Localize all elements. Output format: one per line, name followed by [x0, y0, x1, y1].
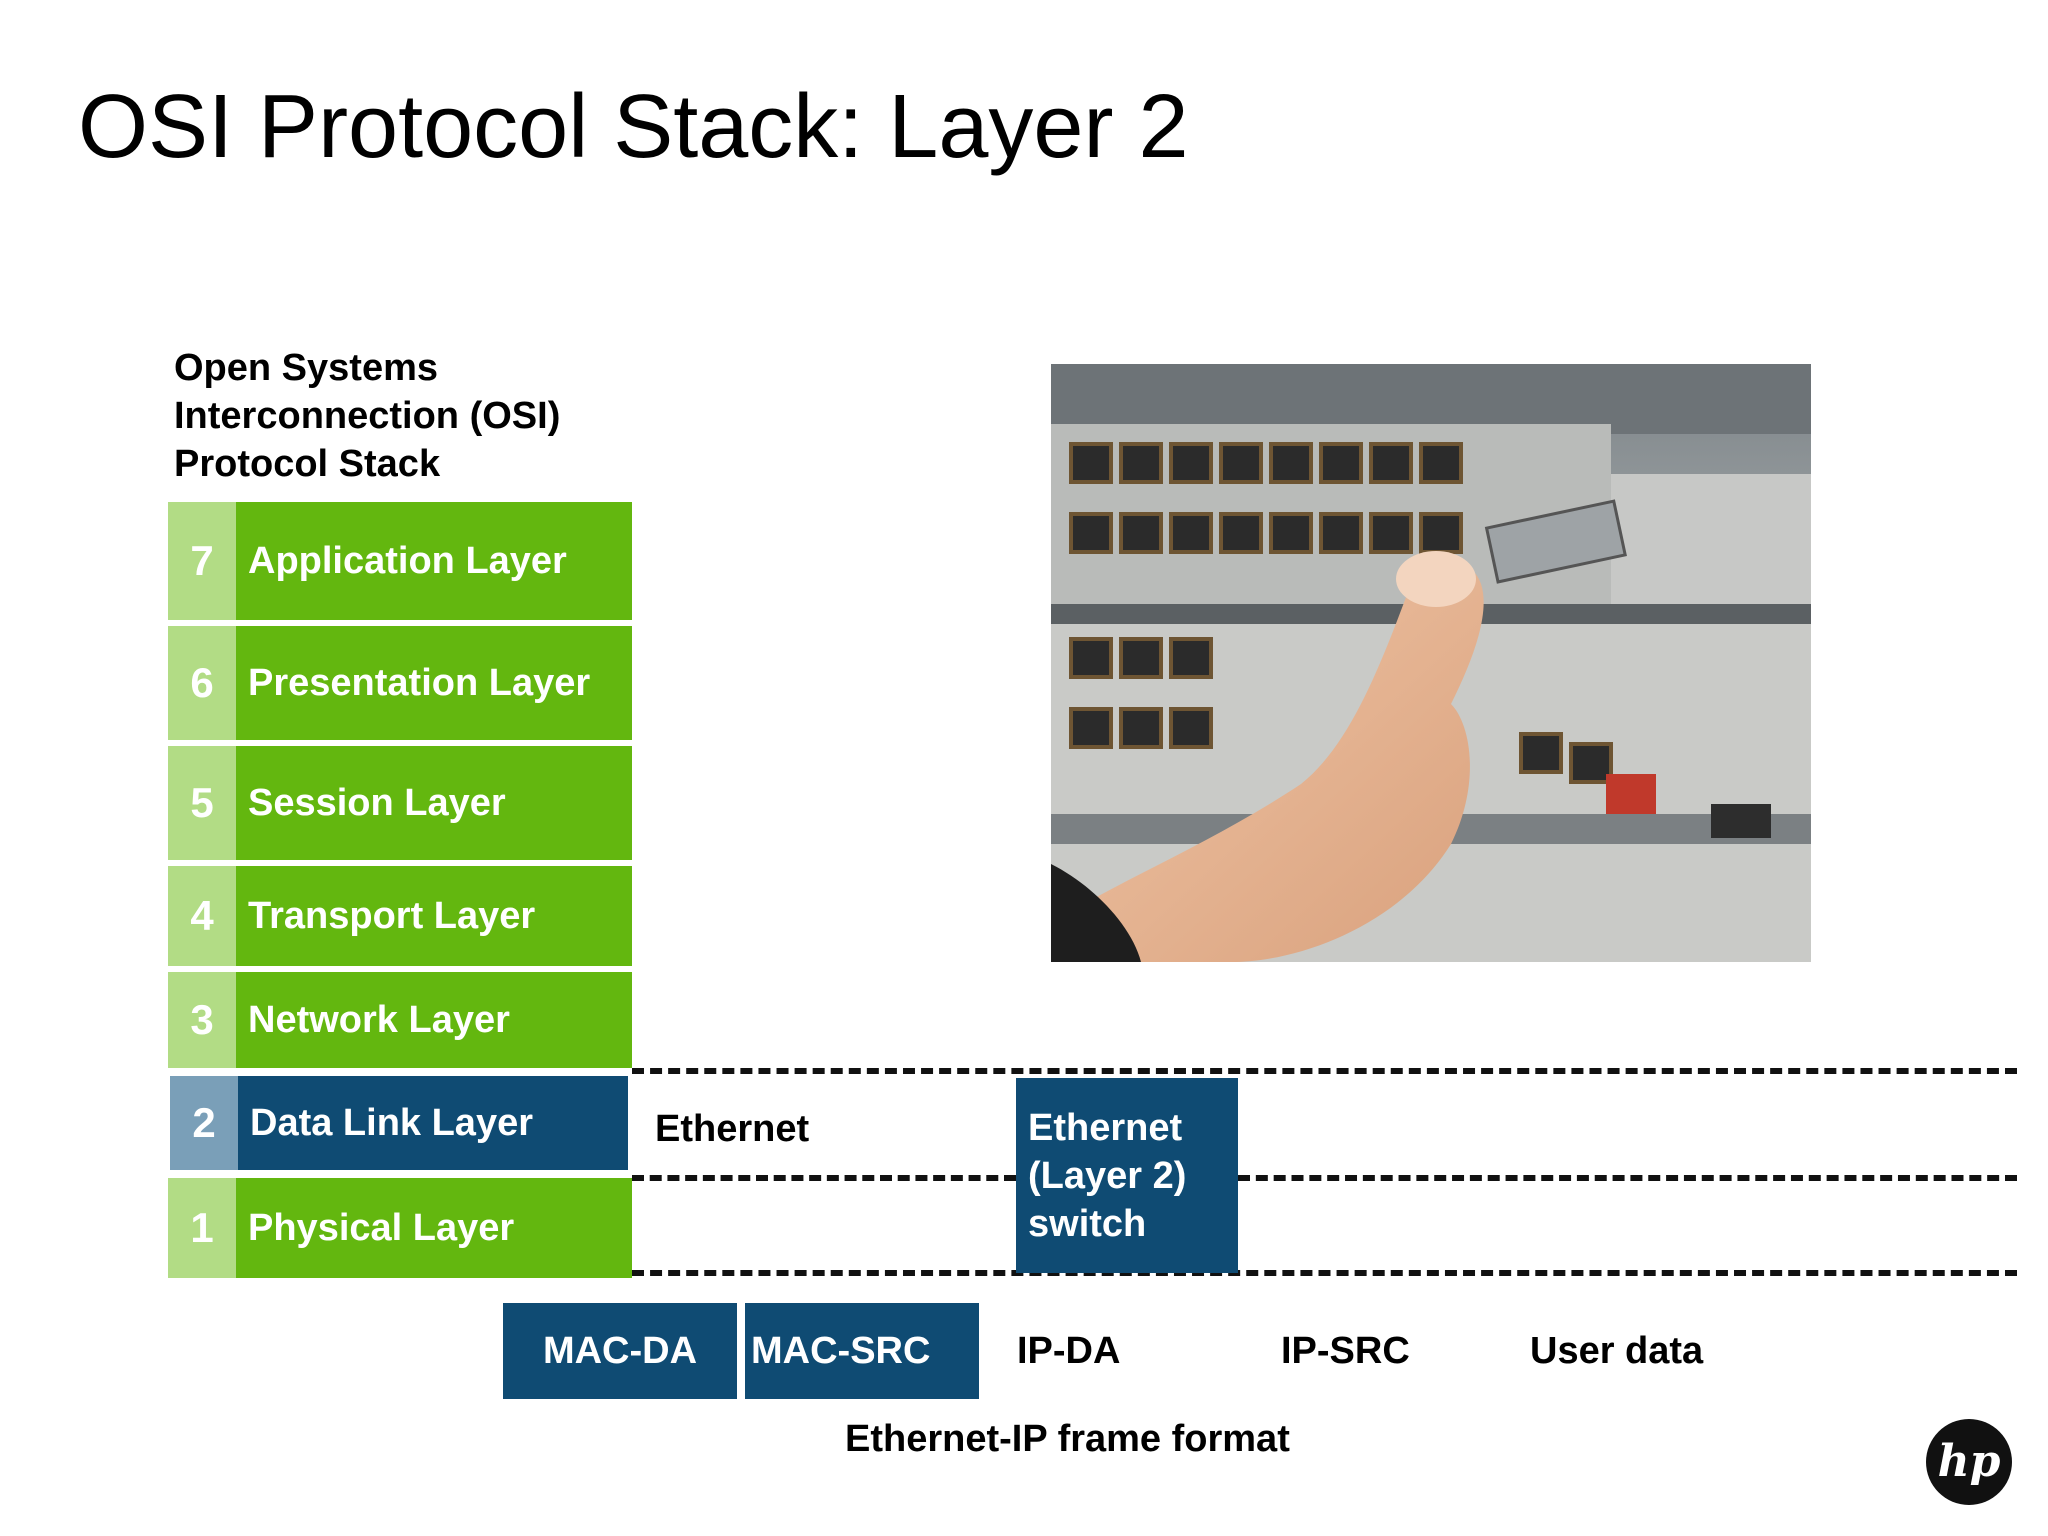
- layer-label: Presentation Layer: [236, 626, 632, 740]
- layer-6-presentation: 6 Presentation Layer: [168, 626, 632, 740]
- layer-number: 7: [168, 502, 236, 620]
- dashed-divider-middle-right: [1238, 1175, 2017, 1181]
- frame-field-mac-da: MAC-DA: [503, 1303, 737, 1399]
- switch-box-line: switch: [1028, 1203, 1147, 1245]
- svg-text:hp: hp: [1938, 1436, 2001, 1487]
- layer-1-physical: 1 Physical Layer: [168, 1178, 632, 1278]
- layer-7-application: 7 Application Layer: [168, 502, 632, 620]
- dashed-divider-top: [632, 1068, 2017, 1074]
- frame-format-caption: Ethernet-IP frame format: [845, 1418, 1290, 1460]
- layer-label: Transport Layer: [236, 866, 632, 966]
- frame-field-mac-src: MAC-SRC: [745, 1303, 979, 1399]
- dashed-divider-bottom: [632, 1270, 2017, 1276]
- layer-4-transport: 4 Transport Layer: [168, 866, 632, 966]
- dashed-divider-middle-left: [632, 1175, 1016, 1181]
- network-switch-illustration: [1051, 364, 1811, 962]
- layer-label: Physical Layer: [236, 1178, 632, 1278]
- layer-label: Network Layer: [236, 972, 632, 1068]
- layer-5-session: 5 Session Layer: [168, 746, 632, 860]
- frame-field-ip-da: IP-DA: [1017, 1330, 1121, 1372]
- stack-heading: Open Systems Interconnection (OSI) Proto…: [174, 344, 560, 488]
- layer-number: 4: [168, 866, 236, 966]
- frame-field-ip-src: IP-SRC: [1281, 1330, 1410, 1372]
- layer-label: Application Layer: [236, 502, 632, 620]
- layer-number: 3: [168, 972, 236, 1068]
- layer-2-data-link: 2 Data Link Layer: [170, 1076, 628, 1170]
- hp-logo-icon: hp: [1925, 1418, 2013, 1506]
- network-switch-photo: [1051, 364, 1811, 962]
- slide-title: OSI Protocol Stack: Layer 2: [78, 77, 1189, 177]
- stack-heading-line: Open Systems: [174, 347, 438, 389]
- ethernet-label: Ethernet: [655, 1108, 810, 1150]
- switch-box-line: Ethernet: [1028, 1107, 1183, 1149]
- layer-number: 5: [168, 746, 236, 860]
- layer-number: 6: [168, 626, 236, 740]
- frame-field-user-data: User data: [1530, 1330, 1704, 1372]
- layer-number: 2: [170, 1076, 238, 1170]
- layer-3-network: 3 Network Layer: [168, 972, 632, 1068]
- layer-number: 1: [168, 1178, 236, 1278]
- stack-heading-line: Interconnection (OSI): [174, 395, 561, 437]
- layer-label: Session Layer: [236, 746, 632, 860]
- stack-heading-line: Protocol Stack: [174, 443, 441, 485]
- ethernet-switch-box: Ethernet (Layer 2) switch: [1016, 1078, 1238, 1273]
- layer-label: Data Link Layer: [238, 1076, 628, 1170]
- switch-box-line: (Layer 2): [1028, 1155, 1187, 1197]
